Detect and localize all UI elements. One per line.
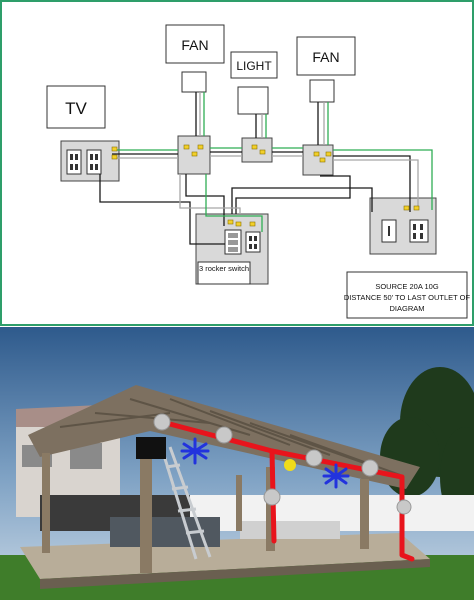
tv-label-box (46, 85, 106, 129)
table (240, 521, 340, 539)
tv-outlet-icon (66, 149, 102, 175)
switch-note-text: 3 rocker switch (199, 264, 249, 273)
rocker-switch-icon (224, 229, 261, 255)
source-note-line1: SOURCE 20A 10G (375, 282, 439, 291)
junction-markers (153, 413, 412, 515)
source-note-line3: DIAGRAM (389, 304, 424, 313)
source-note-line2: DISTANCE 50' TO LAST OUTLET OF (344, 293, 471, 302)
light-label-box (230, 51, 278, 79)
ground-wires (112, 92, 433, 232)
fan-right-label: FAN (312, 49, 339, 65)
light-junction-box (241, 137, 273, 163)
fan-left-label: FAN (181, 37, 208, 53)
white-wires (112, 92, 419, 214)
fan-left-fixture (181, 71, 207, 93)
fan-right-label-box (296, 36, 356, 76)
source-note-box (346, 271, 468, 319)
fan-right-junction-box (302, 144, 334, 176)
tv-mount (136, 437, 166, 459)
light-label: LIGHT (236, 59, 272, 73)
svg-text:3 rocker switch: 3 rocker switch (199, 264, 249, 273)
light-fixture (237, 86, 269, 115)
wire-nuts (111, 144, 420, 227)
tv-label: TV (65, 99, 87, 118)
fan-marker-right (322, 463, 350, 489)
fan-right-fixture (309, 79, 335, 103)
wiring-diagram: TV FAN LIGHT FAN (0, 0, 474, 326)
fan-left-label-box (165, 24, 225, 64)
pergola-photo (0, 327, 474, 600)
source-outlet-icon (381, 219, 429, 243)
switch-note-box (197, 261, 251, 285)
pergola-posts (42, 443, 369, 573)
ladder (160, 446, 212, 560)
deck-edge (40, 559, 430, 589)
black-wires (99, 92, 411, 245)
light-marker (284, 459, 296, 471)
fan-marker-left (180, 437, 210, 465)
